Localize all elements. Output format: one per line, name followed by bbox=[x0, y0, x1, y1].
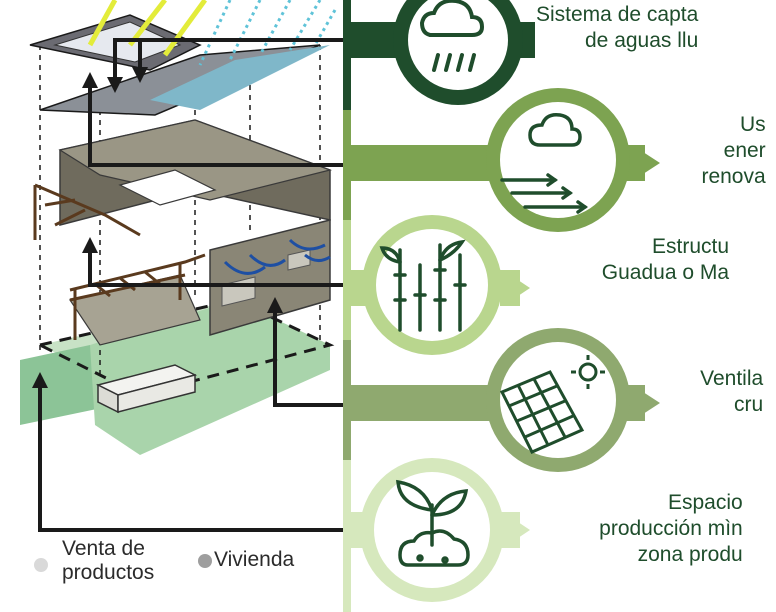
label-ventilation-line2: cru bbox=[734, 393, 764, 416]
airflow-arrows bbox=[223, 238, 331, 275]
label-water-line1: Sistema de capta bbox=[536, 3, 699, 26]
label-renewable-energy: Us ener renova bbox=[678, 112, 766, 190]
strategy-spine bbox=[343, 0, 351, 612]
label-water-line2: de aguas llu bbox=[585, 29, 699, 52]
sprout-icon bbox=[396, 479, 470, 567]
label-structure-line2: Guadua o Ma bbox=[601, 261, 730, 284]
label-water-harvesting: Sistema de capta de aguas llu bbox=[536, 2, 698, 54]
legend-sales-line1: Venta de bbox=[62, 537, 145, 560]
label-ventilation-line1: Ventila bbox=[700, 367, 764, 390]
rain-lines bbox=[198, 0, 337, 66]
label-structure-line1: Estructu bbox=[652, 235, 730, 258]
house-wall-front bbox=[209, 219, 331, 336]
label-energy-line1: Us bbox=[740, 113, 766, 136]
legend-housing: Vivienda bbox=[214, 548, 295, 571]
strategy-badge-structure bbox=[351, 215, 530, 355]
connector-arrows bbox=[32, 38, 345, 532]
rain-cloud-icon bbox=[419, 0, 485, 72]
legend-sales-line2: productos bbox=[62, 561, 155, 584]
legend-dot-housing bbox=[198, 554, 212, 568]
label-energy-line2: ener bbox=[723, 139, 766, 162]
strategy-badge-production bbox=[351, 458, 530, 602]
label-bamboo-structure: Estructu Guadua o Ma bbox=[582, 234, 729, 286]
strategy-badge-water bbox=[351, 0, 535, 105]
label-energy-line3: renova bbox=[701, 165, 766, 188]
strategy-badge-energy bbox=[351, 88, 660, 232]
sun-rays bbox=[87, 0, 208, 57]
solar-panel-icon bbox=[499, 355, 605, 454]
bamboo-icon bbox=[379, 239, 467, 332]
label-cross-ventilation: Ventila cru bbox=[690, 366, 763, 418]
house-illustration bbox=[20, 0, 345, 532]
legend-dot-sales bbox=[34, 558, 48, 572]
label-production-line2: producción mìn bbox=[599, 517, 743, 540]
wind-cloud-icon bbox=[500, 112, 589, 214]
strategy-badge-ventilation bbox=[351, 328, 660, 472]
legend-sales: Venta de productos bbox=[62, 537, 154, 585]
label-production-space: Espacio producción mìn zona produ bbox=[560, 490, 743, 568]
label-production-line1: Espacio bbox=[668, 491, 743, 514]
label-production-line3: zona produ bbox=[637, 543, 743, 566]
